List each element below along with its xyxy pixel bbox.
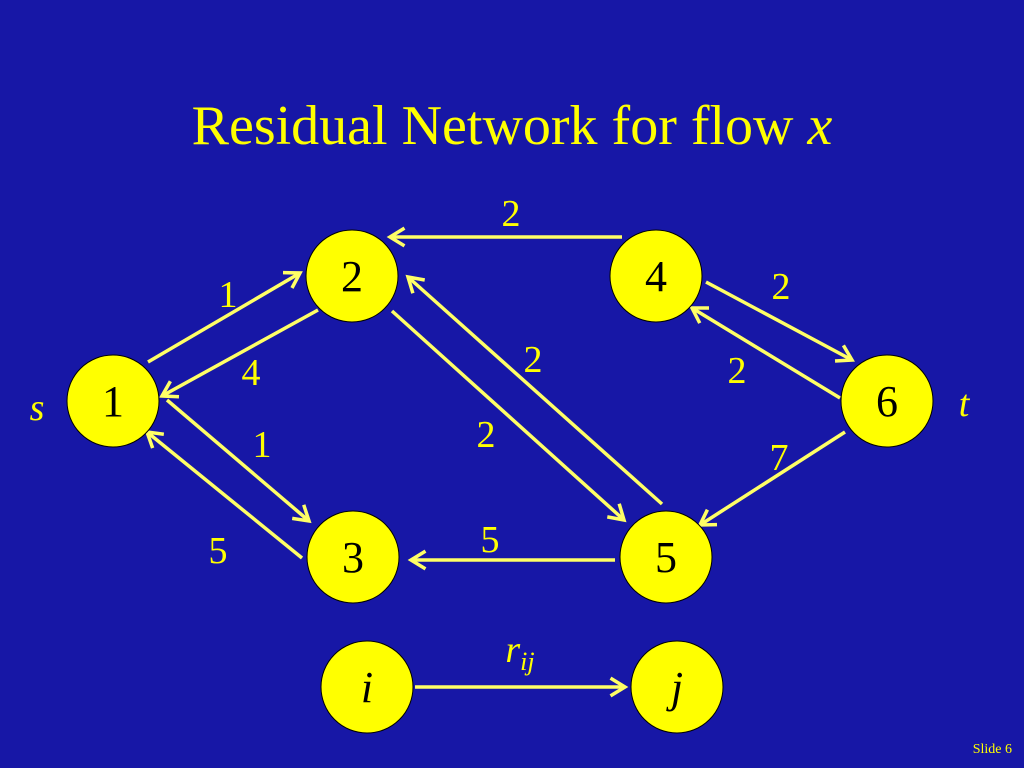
edge-1-2 (147, 271, 301, 364)
edge-6-5-arrowhead (697, 508, 718, 527)
edge-6-5 (699, 430, 846, 527)
slide-number: Slide 6 (972, 742, 1012, 757)
title-variable: x (807, 95, 833, 157)
node-label: j (666, 663, 683, 712)
node-6: 6 (840, 354, 934, 448)
node-5: 5 (619, 510, 713, 604)
node-circle (306, 510, 400, 604)
node-circle (305, 229, 399, 323)
legend-edge-label-sub: ij (520, 647, 534, 676)
edge-capacity-6-5: 7 (770, 437, 789, 479)
title-text: Residual Network for flow (191, 95, 794, 157)
edge-5-3-arrowhead (407, 549, 427, 571)
edges-layer (144, 226, 855, 571)
legend-edge-label-main: r (505, 629, 520, 671)
node-2: 2 (305, 229, 399, 323)
node-circle (66, 354, 160, 448)
edge-capacity-2-1: 4 (242, 352, 261, 394)
edge-5-2-arrowhead (405, 274, 426, 294)
sink-label: t (959, 383, 971, 425)
edge-capacity-1-3: 1 (253, 424, 272, 466)
legend-edge-arrowhead (609, 676, 629, 698)
node-3: 3 (306, 510, 400, 604)
edge-1-3-arrowhead (291, 504, 312, 524)
legend-node-i: i (320, 640, 414, 734)
edge-2-1-arrowhead (159, 380, 180, 399)
node-circle (630, 640, 724, 734)
nodes-layer: 1 2 3 4 5 6 (66, 229, 934, 604)
node-label: 5 (655, 533, 677, 582)
edge-3-1 (145, 430, 304, 560)
node-circle (840, 354, 934, 448)
node-circle (320, 640, 414, 734)
edge-4-2-arrowhead (386, 226, 406, 248)
node-label: 4 (645, 252, 667, 301)
node-4: 4 (609, 229, 703, 323)
node-circle (619, 510, 713, 604)
node-1: 1 (66, 354, 160, 448)
edge-capacity-5-3: 5 (481, 519, 500, 561)
edge-capacity-4-6: 2 (772, 266, 791, 308)
node-label: 1 (102, 377, 124, 426)
edge-6-4-arrowhead (689, 306, 710, 324)
source-label: s (30, 387, 45, 429)
node-label: 3 (342, 533, 364, 582)
edge-capacity-4-2: 2 (502, 193, 521, 235)
edge-2-1 (161, 308, 319, 398)
edge-capacity-1-2: 1 (219, 274, 238, 316)
edge-2-5-arrowhead (606, 503, 627, 523)
edge-2-5 (390, 309, 626, 522)
edge-4-6-arrowhead (834, 344, 855, 363)
node-label: i (361, 663, 373, 712)
edge-capacity-3-1: 5 (209, 530, 228, 572)
legend-node-j: j (630, 640, 724, 734)
node-circle (609, 229, 703, 323)
edge-1-3 (165, 398, 311, 523)
edge-1-2-arrowhead (282, 270, 303, 289)
edge-capacity-2-5: 2 (477, 414, 496, 456)
edge-capacity-5-2: 2 (524, 339, 543, 381)
node-label: 6 (876, 377, 898, 426)
node-label: 2 (341, 252, 363, 301)
edge-5-2 (406, 275, 664, 506)
edge-4-6 (705, 280, 853, 362)
legend-edge-label: rij (505, 629, 534, 676)
edge-capacity-6-4: 2 (728, 350, 747, 392)
slide-title: Residual Network for flow x (0, 98, 1024, 154)
edge-6-4 (691, 306, 841, 400)
